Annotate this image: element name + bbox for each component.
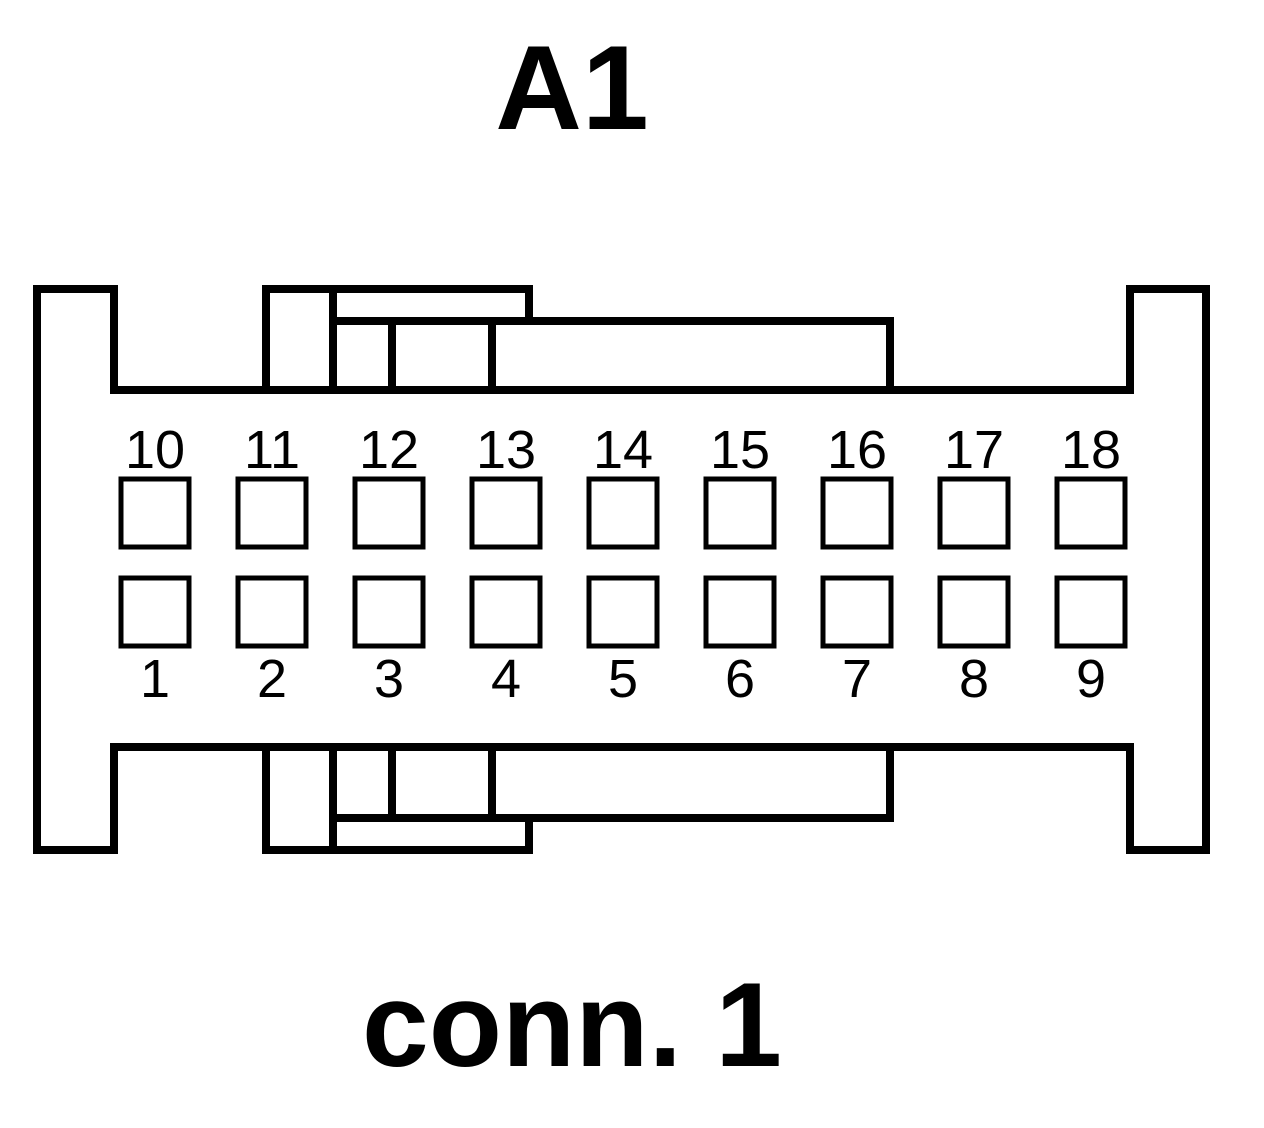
pin-label-5: 5 bbox=[608, 649, 638, 709]
pin-cavity-3 bbox=[352, 575, 426, 649]
pin-label-9: 9 bbox=[1076, 649, 1106, 709]
pin-cavity-10 bbox=[118, 476, 192, 550]
pin-label-1: 1 bbox=[140, 649, 170, 709]
pin-label-18: 18 bbox=[1061, 420, 1121, 480]
pin-label-15: 15 bbox=[710, 420, 770, 480]
pin-cavity-9 bbox=[1054, 575, 1128, 649]
pin-cavity-14 bbox=[586, 476, 660, 550]
connector-housing-outline bbox=[33, 285, 1210, 854]
connector-title: A1 bbox=[495, 21, 649, 155]
pin-label-17: 17 bbox=[944, 420, 1004, 480]
pin-label-11: 11 bbox=[244, 420, 300, 480]
pin-label-16: 16 bbox=[827, 420, 887, 480]
pin-cavity-1 bbox=[118, 575, 192, 649]
pin-cavity-2 bbox=[235, 575, 309, 649]
pin-cavity-13 bbox=[469, 476, 543, 550]
pin-label-13: 13 bbox=[476, 420, 536, 480]
connector-caption: conn. 1 bbox=[361, 958, 783, 1092]
pin-label-2: 2 bbox=[257, 649, 287, 709]
pin-cavity-16 bbox=[820, 476, 894, 550]
pin-cavity-12 bbox=[352, 476, 426, 550]
pin-cavity-4 bbox=[469, 575, 543, 649]
pin-label-8: 8 bbox=[959, 649, 989, 709]
pin-cavity-17 bbox=[937, 476, 1011, 550]
pin-cavity-18 bbox=[1054, 476, 1128, 550]
pin-cavity-5 bbox=[586, 575, 660, 649]
pin-label-3: 3 bbox=[374, 649, 404, 709]
pin-label-12: 12 bbox=[359, 420, 419, 480]
pin-cavity-8 bbox=[937, 575, 1011, 649]
pin-label-10: 10 bbox=[125, 420, 185, 480]
pin-label-14: 14 bbox=[593, 420, 653, 480]
pin-cavity-6 bbox=[703, 575, 777, 649]
pin-cavity-11 bbox=[235, 476, 309, 550]
pin-label-6: 6 bbox=[725, 649, 755, 709]
pin-label-4: 4 bbox=[491, 649, 521, 709]
pin-cavity-15 bbox=[703, 476, 777, 550]
pin-cavity-7 bbox=[820, 575, 894, 649]
bottom-latch bbox=[262, 743, 894, 854]
top-latch bbox=[262, 285, 894, 394]
pin-label-7: 7 bbox=[842, 649, 872, 709]
